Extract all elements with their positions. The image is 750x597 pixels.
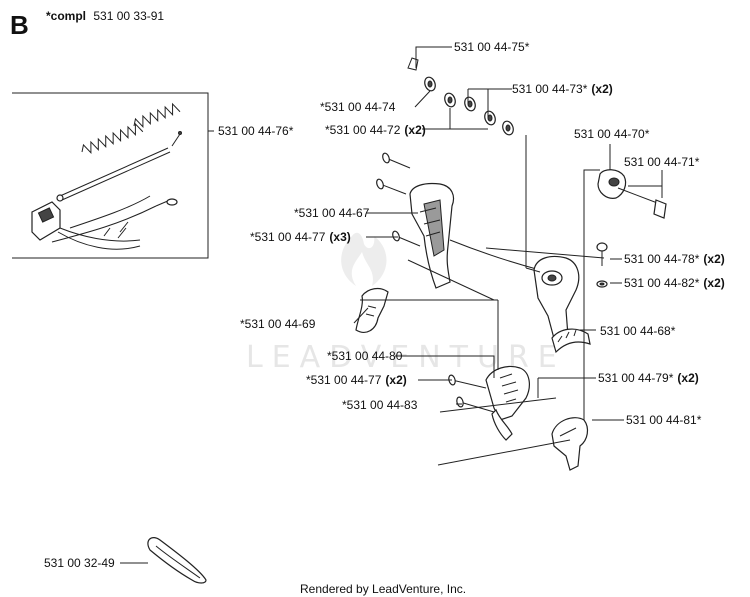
handle-assembly [355,152,667,471]
part-label-531-00-44-77-x2[interactable]: *531 00 44-77(x2) [306,373,407,387]
part-label-531-00-44-82[interactable]: 531 00 44-82*(x2) [624,276,725,290]
part-label-531-00-44-67[interactable]: *531 00 44-67 [294,206,370,220]
washer-stack [407,57,514,136]
screw-upper-1 [382,152,411,169]
part-label-531-00-44-79[interactable]: 531 00 44-79*(x2) [598,371,699,385]
part-label-531-00-44-69[interactable]: *531 00 44-69 [240,317,316,331]
part-label-531-00-32-49[interactable]: 531 00 32-49 [44,556,115,570]
part-label-531-00-44-76[interactable]: 531 00 44-76* [218,124,294,138]
small-screw [596,242,608,266]
handle-half-right [533,255,591,354]
section-letter: B [10,10,29,40]
handle-half-left [409,182,455,289]
watermark: LEADVENTURE [246,232,557,375]
cable-spring-2 [133,102,181,128]
leader-lines [120,46,663,564]
part-label-531-00-44-78[interactable]: 531 00 44-78*(x2) [624,252,725,266]
lock-knob [597,169,667,219]
part-label-531-00-44-72[interactable]: *531 00 44-72(x2) [325,123,426,137]
kit-number: 531 00 33-91 [93,9,164,23]
part-label-531-00-44-83[interactable]: *531 00 44-83 [342,398,418,412]
part-label-531-00-44-70[interactable]: 531 00 44-70* [574,127,650,141]
screw-upper-2 [376,178,407,195]
screw-upper-3 [392,230,421,247]
screw-lower-1 [448,374,487,389]
part-label-531-00-44-80[interactable]: *531 00 44-80 [327,349,403,363]
part-label-531-00-44-75[interactable]: 531 00 44-75* [454,40,530,54]
cable-spring-1 [81,122,144,154]
small-washer [596,280,608,288]
part-labels: 531 00 44-75* 531 00 44-73*(x2) *531 00 … [44,40,725,570]
kit-prefix: *compl [46,9,86,23]
kit-label[interactable]: *compl 531 00 33-91 [46,9,164,23]
throttle-trigger [355,287,389,333]
lower-lever [551,417,589,471]
part-label-531-00-44-71[interactable]: 531 00 44-71* [624,155,700,169]
lower-housing [485,365,530,441]
part-label-531-00-44-77-x3[interactable]: *531 00 44-77(x3) [250,230,351,244]
stop-switch [31,201,141,250]
part-label-531-00-44-74[interactable]: *531 00 44-74 [320,100,396,114]
part-label-531-00-44-81[interactable]: 531 00 44-81* [626,413,702,427]
cable-tie [147,537,207,584]
part-label-531-00-44-73[interactable]: 531 00 44-73*(x2) [512,82,613,96]
throttle-cable-assembly [12,92,214,259]
footer-credit: Rendered by LeadVenture, Inc. [300,582,466,596]
part-label-531-00-44-68[interactable]: 531 00 44-68* [600,324,676,338]
